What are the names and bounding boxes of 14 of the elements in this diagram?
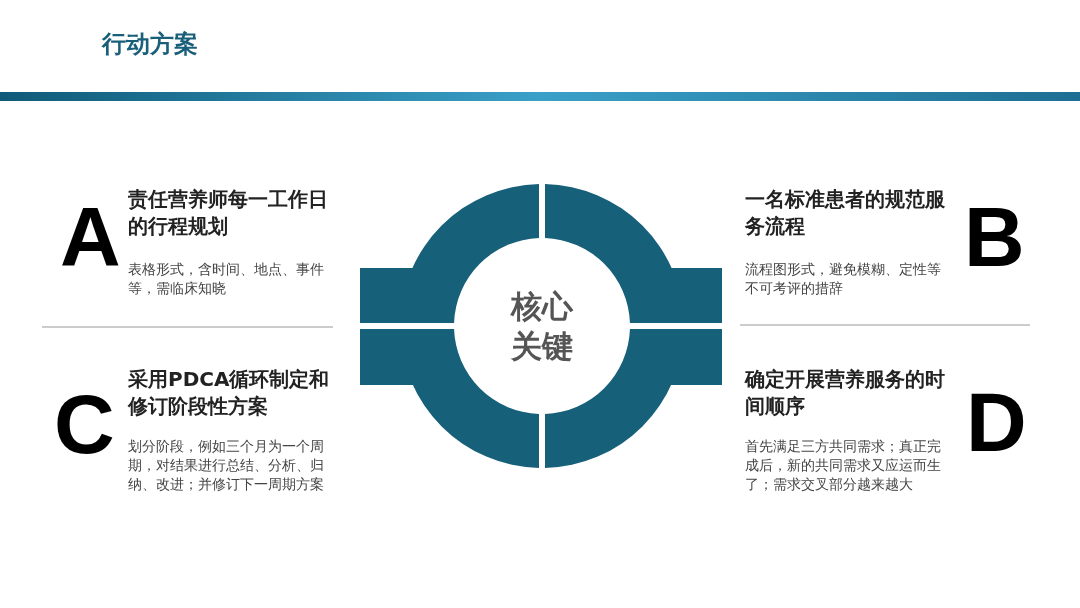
title: 行动方案 [102, 29, 198, 60]
section-heading: 一名标准患者的规范服务流程 [745, 186, 945, 240]
section-letter: B [964, 195, 1025, 279]
section-letter: C [54, 382, 115, 466]
section-letter: D [966, 380, 1027, 464]
section-heading: 确定开展营养服务的时间顺序 [745, 366, 945, 420]
section-description: 划分阶段，例如三个月为一个周期，对结果进行总结、分析、归纳、改进；并修订下一周期方案 [128, 437, 325, 494]
section-heading: 责任营养师每一工作日的行程规划 [128, 186, 328, 240]
section-description: 首先满足三方共同需求；真正完成后，新的共同需求又应运而生了；需求交叉部分越来越大 [745, 437, 942, 494]
center-label: 核心关键 [509, 287, 574, 366]
section-description: 流程图形式，避免模糊、定性等不可考评的措辞 [745, 260, 942, 298]
section-description: 表格形式，含时间、地点、事件等，需临床知晓 [128, 260, 325, 298]
section-letter: A [60, 195, 121, 279]
section-heading: 采用PDCA循环制定和修订阶段性方案 [128, 366, 331, 420]
